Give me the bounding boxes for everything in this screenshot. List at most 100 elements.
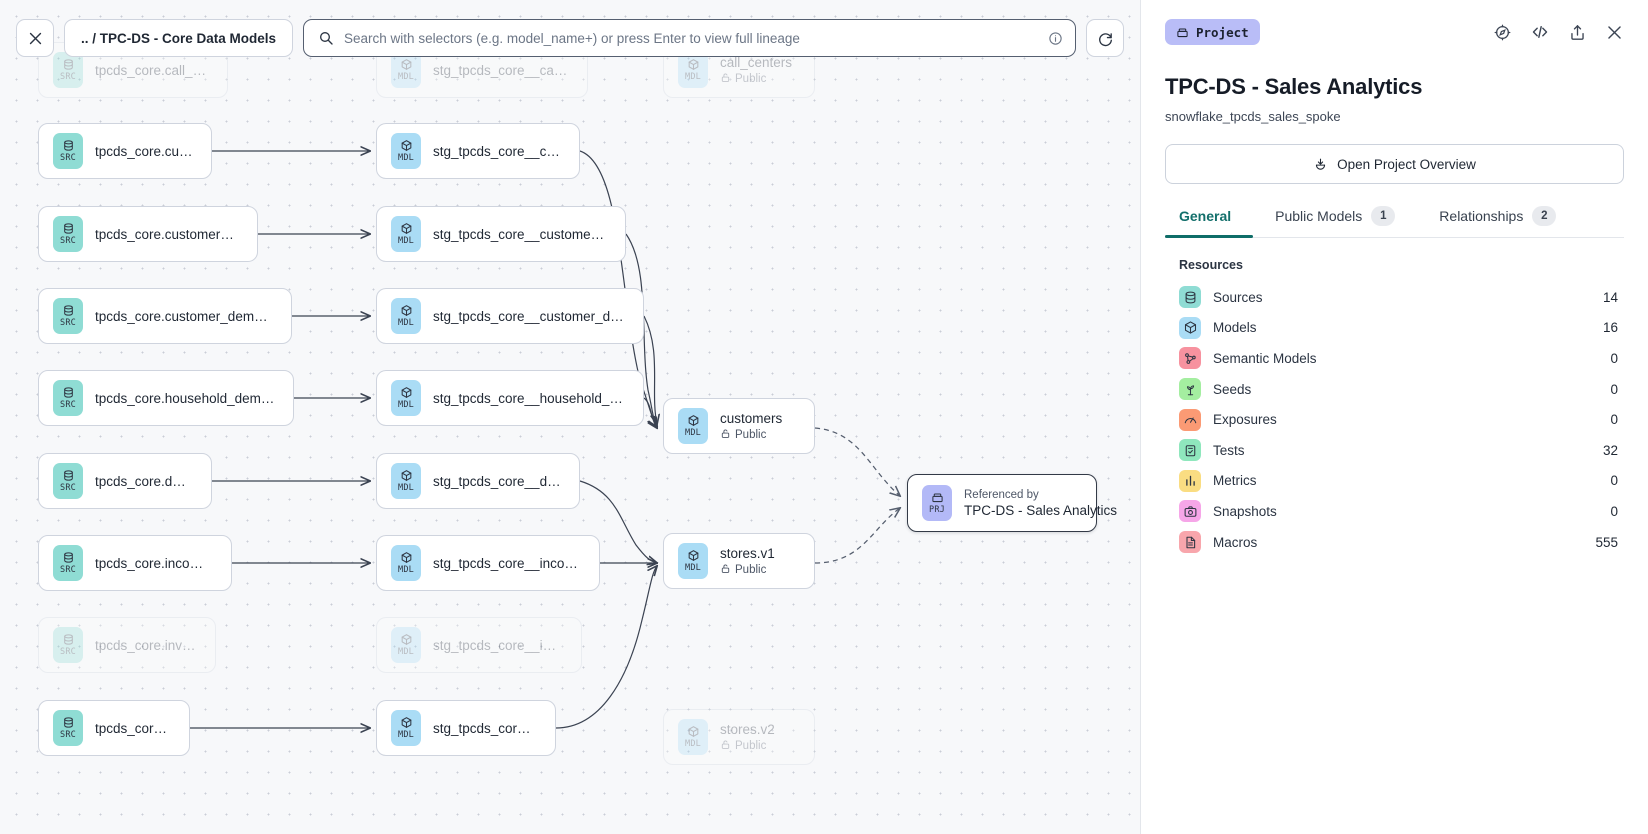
referenced-by-project-name: TPC-DS - Sales Analytics — [964, 502, 1118, 518]
graph-node-label: stg_tpcds_core__date_dim — [433, 473, 561, 489]
source-node-icon: SRC — [53, 545, 83, 581]
close-panel-button[interactable] — [1605, 23, 1624, 42]
resource-count: 0 — [1610, 473, 1618, 489]
panel-tabs: General Public Models 1 Relationships 2 — [1165, 206, 1624, 238]
model-node-icon: MDL — [678, 408, 708, 444]
resource-label: Exposures — [1213, 412, 1277, 428]
source-node-icon: SRC — [53, 216, 83, 252]
overview-button-label: Open Project Overview — [1337, 156, 1476, 172]
page-title: TPC-DS - Sales Analytics — [1165, 74, 1423, 99]
graph-node-body: tpcds_core.date_dim — [95, 474, 193, 489]
source-node-icon: SRC — [53, 380, 83, 416]
close-lineage-button[interactable] — [16, 19, 54, 57]
camera-icon — [1179, 500, 1201, 523]
seed-sprout-icon — [1179, 378, 1201, 401]
refresh-lineage-button[interactable] — [1086, 19, 1124, 57]
resource-label: Seeds — [1213, 381, 1252, 397]
tab-badge: 1 — [1371, 206, 1396, 226]
graph-node-label: tpcds_core.store — [95, 720, 171, 736]
code-brackets-icon — [1532, 25, 1548, 39]
model-node-icon: MDL — [391, 463, 421, 499]
panel-action-icons — [1493, 22, 1624, 42]
graph-node-access-badge: Public — [720, 428, 782, 442]
graph-node-label: stg_tpcds_core__customer_address — [433, 226, 607, 242]
tab-label: Public Models — [1275, 208, 1363, 224]
search-input[interactable] — [344, 30, 1038, 46]
graph-node-src_store[interactable]: SRC tpcds_core.store — [38, 700, 190, 756]
resource-count: 0 — [1610, 412, 1618, 428]
overview-target-icon — [1316, 158, 1326, 170]
source-node-icon: SRC — [53, 710, 83, 746]
tab-public-models[interactable]: Public Models 1 — [1253, 206, 1417, 237]
model-node-icon: MDL — [391, 52, 421, 88]
model-node-icon: MDL — [391, 216, 421, 252]
lock-icon — [720, 739, 731, 753]
model-node-icon: MDL — [678, 719, 708, 755]
model-node-icon: MDL — [391, 380, 421, 416]
graph-node-label: stg_tpcds_core__income_band — [433, 555, 581, 571]
graph-node-body: tpcds_core.customer_demographics — [95, 309, 273, 324]
search-icon — [320, 32, 333, 45]
project-node-icon: PRJ — [922, 485, 952, 521]
graph-node-label: stores.v1 — [720, 545, 775, 561]
tab-badge: 2 — [1532, 206, 1557, 226]
graph-node-mdl_cust_demo[interactable]: MDLstg_tpcds_core__customer_demogra… — [376, 288, 644, 344]
search-info-icon[interactable] — [1048, 31, 1063, 46]
graph-node-mdl_hh_demo[interactable]: MDLstg_tpcds_core__household_demogr… — [376, 370, 644, 426]
cube-icon — [1179, 316, 1201, 339]
open-project-overview-button[interactable]: Open Project Overview — [1165, 144, 1624, 184]
breadcrumb[interactable]: .. / TPC-DS - Core Data Models — [64, 19, 294, 57]
model-node-icon: MDL — [391, 627, 421, 663]
resource-label: Macros — [1213, 534, 1258, 550]
graph-node-label: stg_tpcds_core__store — [433, 720, 537, 736]
view-code-button[interactable] — [1530, 22, 1550, 42]
lock-icon — [720, 428, 731, 442]
share-button[interactable] — [1568, 23, 1587, 42]
model-node-icon: MDL — [391, 133, 421, 169]
resource-label: Semantic Models — [1213, 350, 1317, 366]
tab-general[interactable]: General — [1165, 206, 1254, 238]
resource-count: 14 — [1602, 289, 1618, 305]
graph-node-mdl_cust_addr[interactable]: MDL stg_tpcds_core__customer_address — [376, 206, 626, 262]
tab-relationships[interactable]: Relationships 2 — [1417, 206, 1578, 237]
tab-label: Relationships — [1439, 208, 1524, 224]
resource-row-exposures[interactable]: Exposures 0 — [1165, 404, 1624, 435]
resource-count: 0 — [1610, 503, 1618, 519]
access-label: Public — [735, 72, 767, 85]
explore-compass-button[interactable] — [1493, 23, 1512, 42]
graph-node-body: stg_tpcds_core__date_dim — [433, 474, 561, 489]
source-node-icon: SRC — [53, 52, 83, 88]
graph-node-label: customers — [720, 410, 783, 426]
graph-node-label: stg_tpcds_core__customer_demogra… — [433, 308, 625, 324]
lineage-canvas[interactable]: SRCtpcds_core.call_centerMDLstg_tpcds_co… — [0, 0, 1140, 834]
search-bar[interactable] — [303, 19, 1076, 57]
graph-node-mdl_date_dim[interactable]: MDL stg_tpcds_core__date_dim — [376, 453, 580, 509]
